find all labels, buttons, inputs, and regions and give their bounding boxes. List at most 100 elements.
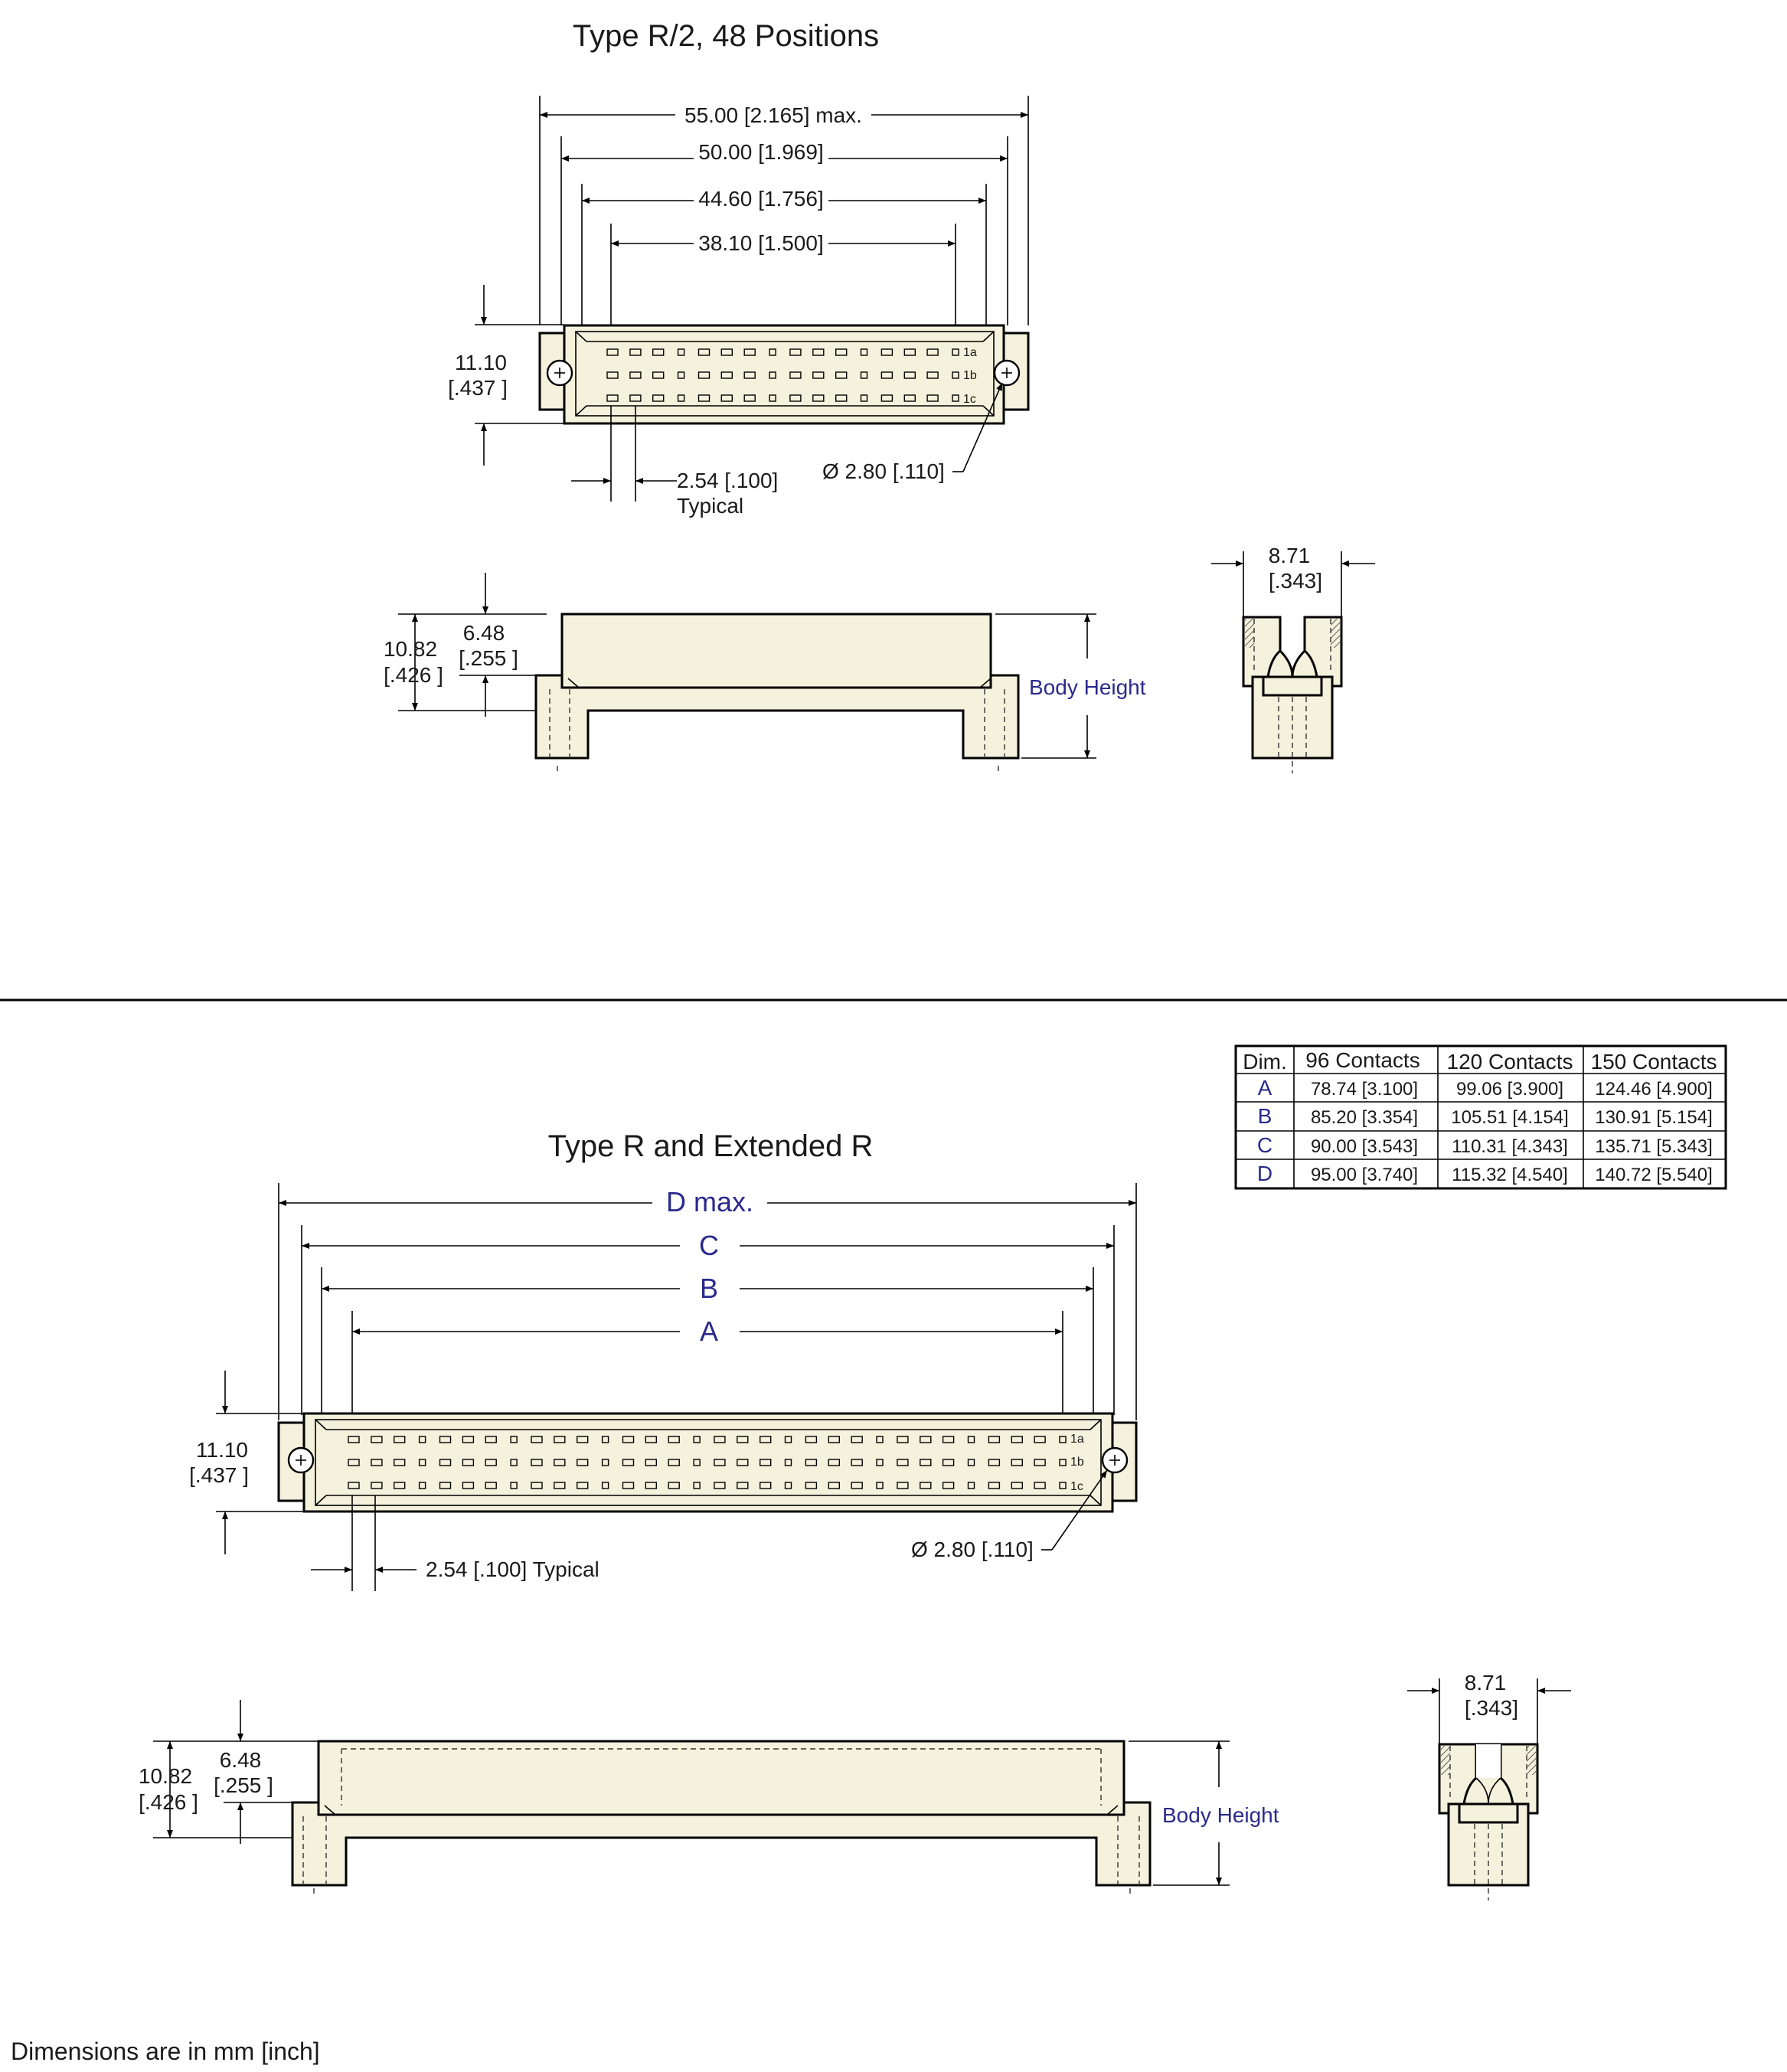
contact-pin bbox=[693, 1436, 701, 1443]
dimension-50-label: 50.00 [1.969] bbox=[698, 140, 823, 164]
contact-pin bbox=[967, 1482, 975, 1489]
contact-pin bbox=[952, 394, 959, 402]
table-cell-120: 115.32 [4.540] bbox=[1452, 1165, 1568, 1185]
dimension-38: 38.10 [1.500] bbox=[611, 231, 956, 255]
contact-pin bbox=[601, 1482, 609, 1489]
top-side-total-mm: 10.82 bbox=[384, 637, 437, 661]
dimension-44-label: 44.60 [1.756] bbox=[698, 187, 823, 211]
contact-pin bbox=[1034, 1436, 1046, 1443]
table-header-120: 120 Contacts bbox=[1447, 1050, 1573, 1074]
table-cell-dim: A bbox=[1258, 1076, 1272, 1100]
contact-pin bbox=[789, 371, 802, 379]
contact-pin bbox=[880, 371, 894, 379]
bottom-hole-callout: Ø 2.80 [.110] bbox=[911, 1469, 1108, 1561]
contact-pin bbox=[880, 348, 894, 356]
contact-pin bbox=[439, 1459, 452, 1466]
contact-pin bbox=[769, 371, 776, 379]
contact-pin bbox=[577, 1459, 589, 1466]
contact-pin bbox=[554, 1459, 566, 1466]
units-footnote: Dimensions are in mm [inch] bbox=[11, 2038, 320, 2065]
contact-pin bbox=[1011, 1436, 1024, 1443]
contact-pin bbox=[903, 394, 916, 402]
top-width-in: [.343] bbox=[1269, 569, 1322, 593]
contact-pin bbox=[697, 371, 711, 379]
bottom-side-height-dims: 10.82 [.426 ] 6.48 [.255 ] bbox=[139, 1700, 319, 1844]
contact-pin bbox=[510, 1436, 518, 1443]
row-label-1b-large: 1b bbox=[1070, 1456, 1084, 1469]
top-width-dim: 8.71 [.343] bbox=[1211, 544, 1375, 617]
contact-pin bbox=[805, 1436, 818, 1443]
contact-pin bbox=[1059, 1459, 1067, 1466]
contact-pin bbox=[942, 1436, 955, 1443]
dimension-C: C bbox=[302, 1230, 1114, 1261]
contact-pin bbox=[485, 1482, 497, 1489]
dimension-55-label: 55.00 [2.165] max. bbox=[684, 103, 862, 127]
contact-pin bbox=[1059, 1482, 1067, 1489]
contact-pin bbox=[851, 1482, 863, 1489]
contact-pin bbox=[348, 1459, 360, 1466]
top-pitch-dimension: 2.54 [.100] Typical bbox=[571, 406, 778, 518]
contact-pin bbox=[812, 394, 825, 402]
top-pin-grid bbox=[606, 348, 959, 402]
contact-pin bbox=[629, 394, 642, 402]
top-height-mm: 11.10 bbox=[455, 351, 507, 374]
dimension-D-label: D max. bbox=[666, 1186, 753, 1217]
contact-pin bbox=[1011, 1482, 1024, 1489]
contact-pin bbox=[860, 394, 868, 402]
contact-pin bbox=[371, 1459, 383, 1466]
contact-pin bbox=[531, 1482, 543, 1489]
table-cell-120: 105.51 [4.154] bbox=[1451, 1107, 1568, 1128]
contact-pin bbox=[926, 394, 939, 402]
contact-pin bbox=[784, 1436, 792, 1443]
contact-pin bbox=[418, 1436, 426, 1443]
top-body-height-dim: Body Height bbox=[995, 613, 1146, 759]
table-cell-120: 110.31 [4.343] bbox=[1452, 1136, 1568, 1157]
contact-pin bbox=[720, 348, 733, 356]
contact-pin bbox=[920, 1482, 932, 1489]
dimension-44: 44.60 [1.756] bbox=[582, 187, 986, 211]
contact-pin bbox=[645, 1436, 657, 1443]
contact-pin bbox=[629, 348, 642, 356]
contact-pin bbox=[693, 1459, 701, 1466]
top-pitch-note: Typical bbox=[677, 494, 743, 518]
contact-pin bbox=[988, 1436, 1001, 1443]
contact-pin bbox=[394, 1436, 406, 1443]
contact-pin bbox=[851, 1459, 863, 1466]
contact-pin bbox=[720, 394, 733, 402]
table-cell-150: 135.71 [5.343] bbox=[1595, 1136, 1712, 1157]
bottom-side-total-in: [.426 ] bbox=[139, 1790, 198, 1814]
contact-pin bbox=[371, 1482, 383, 1489]
contact-pin bbox=[920, 1459, 932, 1466]
contact-pin bbox=[760, 1436, 772, 1443]
contact-pin bbox=[606, 371, 619, 379]
bottom-height-in: [.437 ] bbox=[189, 1463, 249, 1487]
contact-pin bbox=[897, 1459, 909, 1466]
contact-pin bbox=[835, 348, 848, 356]
contact-pin bbox=[812, 371, 825, 379]
dimension-55: 55.00 [2.165] max. bbox=[540, 103, 1028, 127]
contact-pin bbox=[743, 394, 756, 402]
contact-pin bbox=[860, 348, 868, 356]
contact-pin bbox=[897, 1482, 909, 1489]
bottom-end-view bbox=[1438, 1743, 1539, 1900]
contact-pin bbox=[920, 1436, 932, 1443]
dimension-50: 50.00 [1.969] bbox=[561, 140, 1008, 164]
top-plan-view: 1a 1b 1c bbox=[538, 324, 1030, 425]
contact-pin bbox=[784, 1459, 792, 1466]
contact-pin bbox=[876, 1482, 884, 1489]
contact-pin bbox=[693, 1482, 701, 1489]
contact-pin bbox=[805, 1459, 818, 1466]
contact-pin bbox=[510, 1482, 518, 1489]
table-cell-96: 95.00 [3.740] bbox=[1311, 1165, 1418, 1185]
top-width-mm: 8.71 bbox=[1269, 544, 1311, 567]
contact-pin bbox=[952, 348, 959, 356]
contact-pin bbox=[531, 1459, 543, 1466]
top-hole-callout: Ø 2.80 [.110] bbox=[822, 382, 1003, 483]
contact-pin bbox=[697, 394, 711, 402]
contact-pin bbox=[677, 348, 685, 356]
top-side-height-dims: 10.82 [.426 ] 6.48 [.255 ] bbox=[384, 573, 547, 717]
contact-pin bbox=[439, 1482, 452, 1489]
contact-pin bbox=[652, 371, 665, 379]
contact-pin bbox=[812, 348, 825, 356]
contact-pin bbox=[714, 1482, 726, 1489]
